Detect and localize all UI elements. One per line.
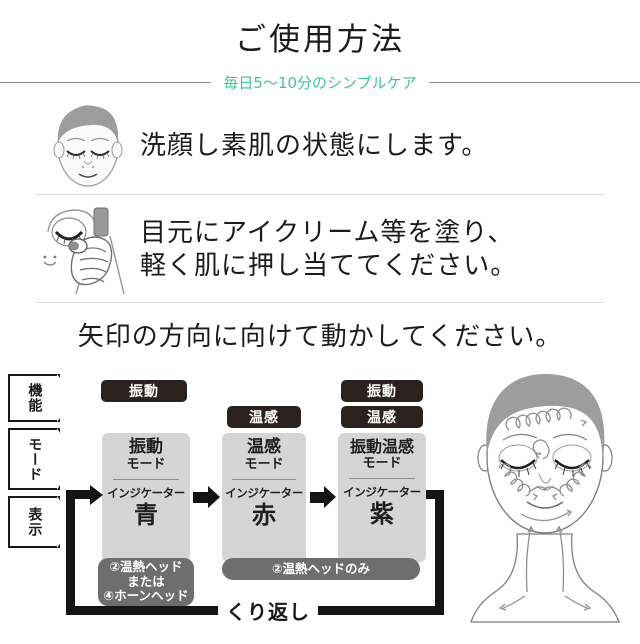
mode-box-warmth[interactable]: 温感 モード インジケーター 赤 <box>222 433 306 562</box>
face-massage-direction-illustration <box>455 362 635 640</box>
mode-box-vibration-warmth-divider <box>348 478 416 480</box>
face-front-illustration <box>36 104 140 190</box>
lead-instruction: 矢印の方向に向けて動かしてください。 <box>77 322 563 352</box>
mode-box-vibration-warmth-indicator-label: インジケーター <box>343 485 421 500</box>
rule-right <box>428 81 640 83</box>
badge-col2-warmth: 温感 <box>227 406 301 428</box>
mode-box-warmth-divider <box>232 479 296 481</box>
head-note-col1-line1: ②温熱ヘッド <box>109 559 183 575</box>
mode-box-vibration-name: 振動 <box>129 437 163 457</box>
mode-box-vibration-warmth[interactable]: 振動温感 モード インジケーター 紫 <box>338 433 426 562</box>
badge-col3-warmth: 温感 <box>341 406 423 428</box>
head-note-col1-line2: または <box>127 573 165 589</box>
row-label-function: 機能 <box>8 374 75 422</box>
page-subtitle: 毎日5〜10分のシンプルケア <box>223 73 417 92</box>
head-note-col1: ②温熱ヘッド または ④ホーンヘッド <box>98 558 194 606</box>
loop-arrow-head-icon <box>90 485 103 505</box>
mode-box-warmth-indicator-color: 赤 <box>252 501 276 530</box>
step-1-text: 洗顔し素肌の状態にします。 <box>140 131 489 162</box>
subtitle-band: 毎日5〜10分のシンプルケア <box>0 70 640 94</box>
mode-box-vibration[interactable]: 振動 モード インジケーター 青 <box>102 433 190 562</box>
badge-col3-vibration: 振動 <box>341 380 423 402</box>
rule-left <box>0 81 212 83</box>
step-2-text-line1: 目元にアイクリーム等を塗り、 <box>140 217 515 248</box>
loop-top-left-segment <box>66 490 92 499</box>
mode-box-warmth-name: 温感 <box>247 437 281 457</box>
step-2-text: 目元にアイクリーム等を塗り、 軽く肌に押し当ててください。 <box>140 217 517 284</box>
repeat-label: くり返し <box>218 596 318 625</box>
loop-top-right-segment <box>426 490 444 499</box>
arrow-box1-to-box2 <box>193 486 220 508</box>
mode-box-vibration-warmth-name: 振動温感 <box>349 437 414 456</box>
loop-right-segment <box>435 490 444 615</box>
row-label-function-text: 機能 <box>26 383 43 413</box>
separator-1 <box>36 194 604 195</box>
row-label-display-text: 表示 <box>26 507 43 537</box>
head-note-wide: ②温熱ヘッドのみ <box>222 558 420 580</box>
step-2-text-line2: 軽く肌に押し当ててください。 <box>140 251 518 281</box>
badge-col1-vibration: 振動 <box>101 380 187 402</box>
step-2: 目元にアイクリーム等を塗り、 軽く肌に押し当ててください。 <box>36 202 604 298</box>
mode-box-vibration-warmth-indicator-color: 紫 <box>370 500 394 529</box>
head-note-col1-line3: ④ホーンヘッド <box>103 588 189 604</box>
row-label-mode: モード <box>8 428 75 490</box>
separator-2 <box>36 302 604 303</box>
mode-box-vibration-indicator-color: 青 <box>134 501 158 530</box>
mode-box-vibration-warmth-suffix: モード <box>362 455 402 471</box>
mode-cycle-diagram: 機能 モード 表示 振動 温感 振動 温感 振動 モード インジケーター 青 温… <box>0 362 640 640</box>
loop-left-segment <box>66 490 75 615</box>
step-1: 洗顔し素肌の状態にします。 <box>36 104 604 190</box>
row-label-display: 表示 <box>8 496 75 548</box>
mode-box-warmth-indicator-label: インジケーター <box>225 486 303 501</box>
page-title: ご使用方法 <box>235 22 405 58</box>
mode-box-vibration-divider <box>112 479 180 481</box>
row-label-mode-text: モード <box>26 436 43 482</box>
hand-holding-device-illustration <box>36 202 140 298</box>
mode-box-vibration-indicator-label: インジケーター <box>107 486 185 501</box>
mode-box-warmth-suffix: モード <box>244 456 284 472</box>
mode-box-vibration-suffix: モード <box>126 456 166 472</box>
arrow-box2-to-box3 <box>310 486 336 508</box>
